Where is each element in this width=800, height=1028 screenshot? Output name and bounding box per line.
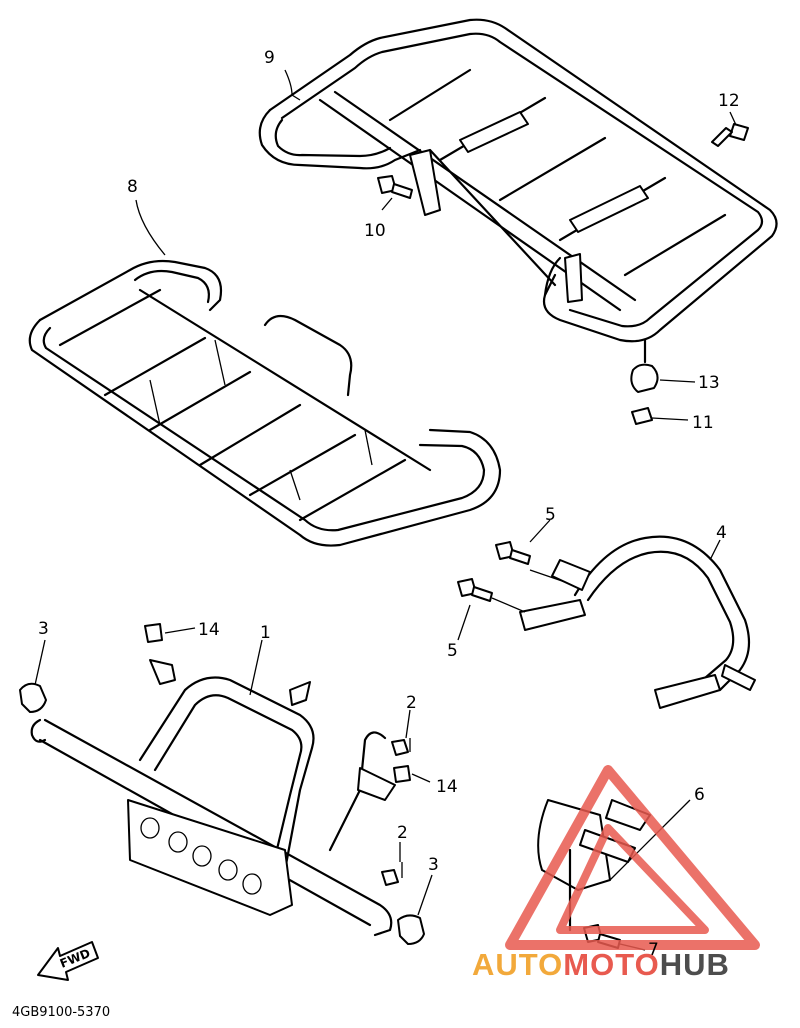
watermark-text: AUTOMOTOHUB xyxy=(472,947,730,982)
callout-5-lower: 5 xyxy=(447,641,458,661)
part-3-grommet-left xyxy=(19,682,47,713)
callout-4: 4 xyxy=(716,523,727,543)
part-13-collar xyxy=(630,363,659,393)
part-2-bolt-upper xyxy=(391,738,411,756)
callout-2-lower: 2 xyxy=(397,823,408,843)
part-3-grommet-right xyxy=(397,914,425,945)
callout-14-right: 14 xyxy=(436,777,458,797)
part-1-front-bumper xyxy=(30,659,396,937)
part-9-rear-carrier xyxy=(258,18,778,364)
callout-6: 6 xyxy=(694,785,705,805)
fwd-arrow: FWD xyxy=(37,941,99,981)
callout-13: 13 xyxy=(698,373,720,393)
callout-8: 8 xyxy=(127,177,138,197)
callout-7: 7 xyxy=(648,940,659,960)
watermark-logo xyxy=(505,765,760,950)
part-14-nut-right xyxy=(393,765,411,783)
callout-3-left: 3 xyxy=(38,619,49,639)
callout-14-top: 14 xyxy=(198,620,220,640)
part-8-front-carrier xyxy=(28,259,502,547)
watermark-moto: MOTO xyxy=(563,947,659,982)
diagram-code: 4GB9100-5370 xyxy=(12,1005,110,1020)
part-14-nut-top xyxy=(144,623,163,643)
callout-1: 1 xyxy=(260,623,271,643)
watermark-auto: AUTO xyxy=(472,947,563,982)
part-4-rear-guard xyxy=(491,535,756,709)
callout-11: 11 xyxy=(692,413,714,433)
part-11-cap xyxy=(631,407,653,425)
callout-12: 12 xyxy=(718,91,740,111)
callout-9: 9 xyxy=(264,48,275,68)
part-5-bolt-lower xyxy=(457,578,493,602)
callout-10: 10 xyxy=(364,221,386,241)
part-5-bolt-upper xyxy=(495,541,531,565)
part-10-bolt xyxy=(377,175,413,199)
part-12-bolt xyxy=(711,123,749,147)
watermark-hub: HUB xyxy=(660,947,730,982)
callout-5-upper: 5 xyxy=(545,505,556,525)
callout-2-upper: 2 xyxy=(406,693,417,713)
callout-labels: 9 8 12 10 13 11 4 5 5 3 14 1 2 14 2 3 6 … xyxy=(38,48,740,960)
part-2-bolt-lower xyxy=(381,862,403,886)
callout-3-right: 3 xyxy=(428,855,439,875)
